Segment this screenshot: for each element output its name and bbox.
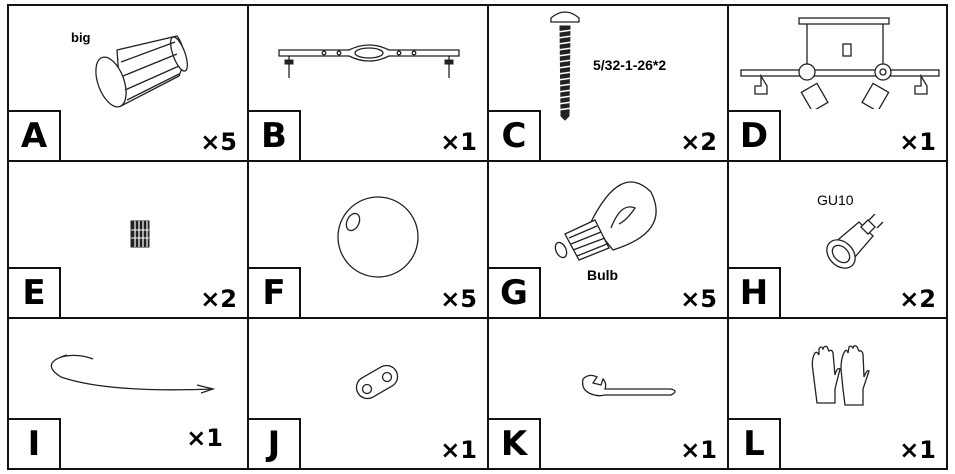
part-letter: D <box>729 110 781 160</box>
part-letter: C <box>489 110 541 160</box>
part-cell-a: big A ×5 <box>9 6 249 162</box>
part-quantity: ×1 <box>899 128 936 156</box>
parts-grid: big A ×5 B ×1 5/32-1-26*2 C ×2 <box>7 4 948 470</box>
gloves-icon <box>807 345 871 411</box>
part-cell-f: F ×5 <box>249 162 489 319</box>
part-cell-h: GU10 H ×2 <box>729 162 946 319</box>
part-quantity: ×1 <box>440 436 477 464</box>
wire-icon <box>37 349 217 405</box>
part-cell-i: I ×1 <box>9 319 249 468</box>
nut-icon <box>127 218 153 250</box>
part-letter: J <box>249 418 301 468</box>
part-quantity: ×2 <box>899 285 936 313</box>
part-cell-b: B ×1 <box>249 6 489 162</box>
part-letter: G <box>489 267 541 317</box>
part-quantity: ×1 <box>440 128 477 156</box>
part-cell-e: E ×2 <box>9 162 249 319</box>
part-cell-l: L ×1 <box>729 319 946 468</box>
part-cell-j: J ×1 <box>249 319 489 468</box>
part-letter: A <box>9 110 61 160</box>
part-quantity: ×2 <box>680 128 717 156</box>
part-cell-k: K ×1 <box>489 319 729 468</box>
part-note: GU10 <box>817 192 854 208</box>
part-quantity: ×5 <box>680 285 717 313</box>
part-letter: B <box>249 110 301 160</box>
part-letter: H <box>729 267 781 317</box>
part-quantity: ×2 <box>200 285 237 313</box>
part-letter: I <box>9 418 61 468</box>
globe-icon <box>333 192 423 282</box>
part-quantity: ×1 <box>899 436 936 464</box>
bracket-icon <box>349 357 405 405</box>
part-cell-c: 5/32-1-26*2 C ×2 <box>489 6 729 162</box>
part-letter: L <box>729 418 781 468</box>
bulb-icon <box>551 172 671 272</box>
part-letter: E <box>9 267 61 317</box>
wrench-icon <box>581 371 681 401</box>
screw-icon <box>545 6 585 121</box>
shade-icon <box>87 32 197 112</box>
part-quantity: ×5 <box>440 285 477 313</box>
part-quantity: ×1 <box>680 436 717 464</box>
part-note: Bulb <box>587 267 618 283</box>
part-letter: F <box>249 267 301 317</box>
part-cell-d: D ×1 <box>729 6 946 162</box>
part-quantity: ×1 <box>186 424 223 452</box>
part-letter: K <box>489 418 541 468</box>
mounting-bar-icon <box>269 36 469 86</box>
gu10-bulb-icon <box>825 214 885 274</box>
fixture-icon <box>737 14 942 109</box>
part-note: 5/32-1-26*2 <box>593 57 666 73</box>
part-cell-g: Bulb G ×5 <box>489 162 729 319</box>
part-quantity: ×5 <box>200 128 237 156</box>
